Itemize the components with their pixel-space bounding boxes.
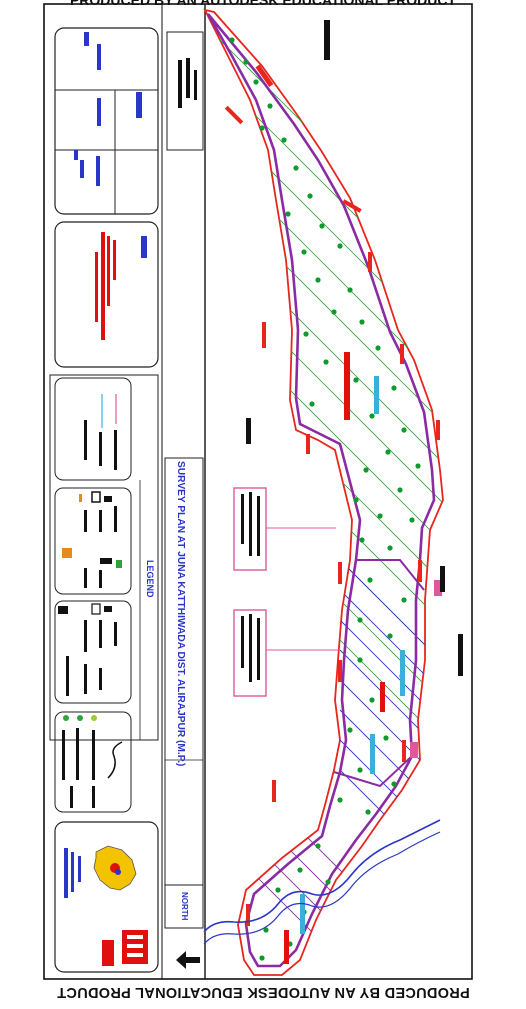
legend-box: [49, 374, 159, 741]
title-cell-top: [54, 27, 159, 215]
boundary-marker: [434, 580, 442, 596]
sheet-frame: [43, 3, 473, 980]
dimension-labels: [224, 64, 440, 926]
boundary-marker: [410, 742, 418, 758]
title-block: LEGEND SURVEY PLAN AT JUNA KATTHIWADA DI…: [49, 27, 204, 973]
notes-cell: [54, 221, 159, 368]
location-map-cell: [54, 821, 159, 973]
green-hatch: [205, 10, 443, 781]
watermark-text: PRODUCED BY AN AUTODESK EDUCATIONAL PROD…: [56, 984, 470, 1000]
north-label: NORTH: [180, 892, 189, 921]
site-plan: [203, 8, 463, 976]
plot-outline: [206, 13, 436, 968]
watermark-bottom: PRODUCED BY AN AUTODESK EDUCATIONAL PROD…: [8, 980, 518, 1004]
north-arrow-icon: [176, 951, 200, 969]
watermark-top: PRODUCED BY AN AUTODESK EDUCATIONAL PROD…: [69, 0, 457, 8]
tree-markers: [229, 37, 421, 961]
drawing-title: SURVEY PLAN AT JUNA KATTHIWADA DIST. ALI…: [175, 461, 186, 766]
river: [203, 819, 441, 933]
survey-boundary: [203, 8, 444, 976]
legend-heading: LEGEND: [145, 560, 155, 598]
title-strip: [164, 457, 204, 929]
